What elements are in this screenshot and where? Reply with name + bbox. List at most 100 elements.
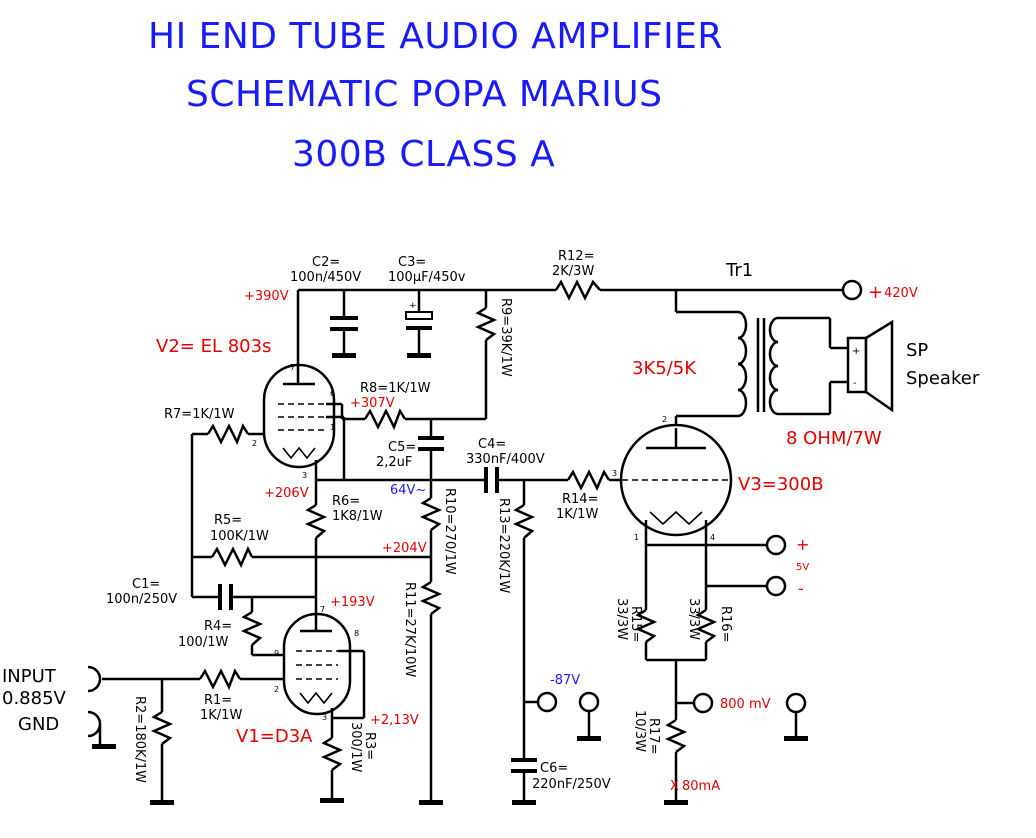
voltage-420: 420V: [884, 286, 918, 301]
r5-value: 100K/1W: [210, 529, 269, 544]
resistor-r12: [554, 279, 601, 301]
c2-value: 100n/450V: [290, 270, 361, 285]
title-line-3: 300B CLASS A: [292, 134, 556, 175]
gnd-label: GND: [18, 714, 59, 735]
c4-value: 330nF/400V: [466, 452, 545, 467]
v2-pin-7: 7: [290, 363, 295, 372]
voltage-420-plus: +: [868, 282, 883, 303]
c2-label: C2=: [312, 255, 340, 270]
c6-value: 220nF/250V: [532, 777, 611, 792]
capacitor-c5: [418, 419, 444, 480]
r9-label: R9=39K/1W: [498, 298, 513, 377]
resistor-r3: [320, 718, 344, 803]
r16-label: R16=: [718, 606, 733, 642]
tube-v1: [270, 612, 366, 720]
v3-pin-1: 1: [634, 533, 639, 542]
tr1-label: Tr1: [725, 260, 753, 281]
v2-pin-3: 3: [302, 471, 307, 480]
v2-pin-1: 1: [330, 423, 335, 432]
svg-text:+: +: [409, 301, 417, 311]
r12-value: 2K/3W: [552, 264, 594, 279]
speaker-label: Speaker: [906, 368, 980, 389]
r16-value: 33/3W: [686, 598, 701, 640]
v3-pin-3: 3: [612, 469, 617, 478]
current-marker-x: X: [670, 779, 679, 794]
cathode-current-80ma: 80mA: [682, 779, 720, 794]
cathode-voltage-800mv: 800 mV: [720, 697, 771, 712]
c3-label: C3=: [398, 255, 426, 270]
voltage-64ac: 64V~: [390, 483, 426, 498]
resistor-r17: [664, 718, 688, 805]
resistor-r11: [419, 580, 443, 805]
c5-label: C5=: [388, 440, 416, 455]
resistor-r2: [150, 679, 174, 805]
filament-supply: [644, 534, 787, 610]
cathode-test-points: [676, 692, 808, 741]
v3-pin-2: 2: [662, 415, 667, 424]
capacitor-c2: [330, 290, 358, 358]
capacitor-c3: +: [405, 290, 433, 358]
title-block: HI END TUBE AUDIO AMPLIFIER SCHEMATIC PO…: [0, 0, 1036, 190]
voltage-206: +206V: [264, 486, 309, 501]
v1-pin-8: 8: [354, 629, 359, 638]
voltage-204: +204V: [382, 541, 427, 556]
tube-v3: [619, 423, 733, 545]
r5-label: R5=: [214, 513, 242, 528]
c5-value: 2,2uF: [376, 455, 412, 470]
r17-label: R17=: [646, 718, 661, 754]
r14-value: 1K/1W: [556, 507, 598, 522]
filament-plus: +: [796, 535, 809, 554]
r1-label: R1=: [204, 693, 232, 708]
voltage-2-13: +2,13V: [370, 713, 419, 728]
r14-label: R14=: [562, 492, 598, 507]
v3-label: V3=300B: [738, 474, 824, 495]
b-plus-rail: [298, 279, 863, 301]
v3-pin-4: 4: [710, 533, 715, 542]
resistor-r9: [431, 290, 498, 421]
capacitor-c6: [511, 758, 537, 805]
r8-label: R8=1K/1W: [360, 381, 431, 396]
voltage-193: +193V: [330, 595, 375, 610]
v2-pin-2: 2: [252, 439, 257, 448]
resistor-r8: [340, 404, 431, 431]
input-terminal: [87, 665, 116, 749]
speaker-spec: 8 OHM/7W: [786, 428, 882, 449]
v1-pin-9: 9: [274, 649, 279, 658]
voltage-390: +390V: [244, 289, 289, 304]
r13-label: R13=220K/1W: [496, 498, 511, 593]
v1-label: V1=D3A: [236, 726, 313, 747]
title-line-1: HI END TUBE AUDIO AMPLIFIER: [148, 16, 723, 57]
c1-label: C1=: [132, 577, 160, 592]
r3-value: 300/1W: [348, 722, 363, 772]
r3-label: R3=: [362, 732, 377, 760]
capacitor-c1: [192, 584, 316, 610]
r12-label: R12=: [558, 249, 594, 264]
v1-pin-3: 3: [322, 713, 327, 722]
resistor-r6: [304, 503, 328, 614]
r6-value: 1K8/1W: [332, 509, 383, 524]
r1-value: 1K/1W: [200, 708, 242, 723]
speaker: [846, 319, 894, 413]
r4-label: R4=: [204, 619, 232, 634]
r15-label: R15=: [628, 606, 643, 642]
resistor-r13: [512, 480, 558, 760]
v1-pin-2: 2: [274, 685, 279, 694]
resistor-r7: [190, 423, 250, 597]
c3-value: 100µF/450v: [388, 270, 466, 285]
resistor-r15: [634, 608, 658, 660]
r11-label: R11=27K/10W: [402, 582, 417, 677]
r6-label: R6=: [332, 494, 360, 509]
voltage-307: +307V: [350, 396, 395, 411]
sp-label: SP: [906, 340, 928, 361]
voltage-neg-87: -87V: [550, 673, 580, 688]
speaker-plus: +: [852, 346, 860, 357]
output-transformer-tr1: [674, 290, 848, 428]
filament-minus: -: [798, 579, 804, 598]
resistor-r4: [240, 597, 286, 657]
v2-cathode-node: [314, 478, 486, 505]
transformer-impedance: 3K5/5K: [632, 358, 697, 379]
v1-pin-7: 7: [320, 605, 325, 614]
r15-value: 33/3W: [614, 598, 629, 640]
speaker-minus: -: [853, 378, 857, 389]
